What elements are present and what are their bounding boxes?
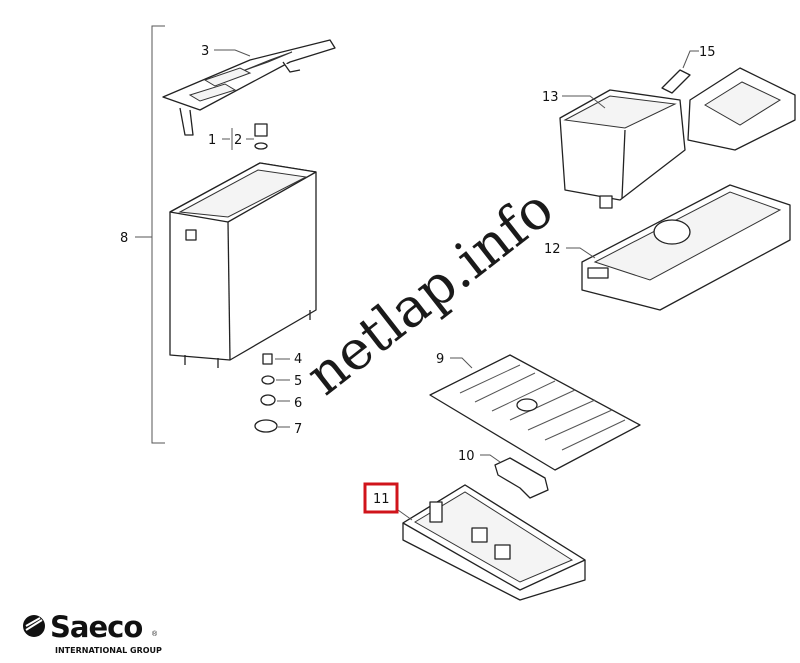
- label-2: 2: [234, 133, 242, 148]
- bracket-8: [135, 25, 165, 444]
- leader-12: [566, 247, 596, 259]
- leader-15: [682, 50, 699, 69]
- leader-1-2: [222, 128, 254, 150]
- saeco-logo: Saeco ® INTERNATIONAL GROUP: [23, 610, 162, 655]
- label-10: 10: [458, 449, 475, 464]
- leader-9: [450, 357, 473, 369]
- part-11-tray-base: [402, 484, 586, 601]
- label-5: 5: [294, 374, 302, 389]
- part-9-drip-grid: [429, 354, 641, 471]
- logo-tagline: INTERNATIONAL GROUP: [55, 646, 162, 655]
- leader-4-7: [275, 358, 290, 428]
- label-9: 9: [436, 352, 444, 367]
- part-2-valve: [254, 123, 268, 150]
- part-3-lid: [162, 39, 336, 136]
- label-12: 12: [544, 242, 561, 257]
- label-1: 1: [208, 133, 216, 148]
- label-11: 11: [373, 492, 390, 507]
- part-13-grounds-container: [559, 89, 686, 209]
- label-3: 3: [201, 44, 209, 59]
- leader-10: [480, 454, 501, 463]
- logo-brand: Saeco: [50, 610, 142, 644]
- part-10-float: [494, 457, 549, 499]
- leader-11: [397, 509, 413, 521]
- leader-3: [214, 49, 251, 57]
- label-6: 6: [294, 396, 302, 411]
- part-15-and-cover: [661, 67, 796, 151]
- label-13: 13: [542, 90, 559, 105]
- part-12-drip-tray: [581, 184, 791, 311]
- label-4: 4: [294, 352, 302, 367]
- highlight-box-11: [363, 482, 399, 514]
- label-7: 7: [294, 422, 302, 437]
- parts-4-7-small-components: [254, 353, 278, 433]
- part-8-water-tank: [169, 162, 317, 368]
- leader-13: [562, 95, 606, 109]
- label-15: 15: [699, 45, 716, 60]
- label-8: 8: [120, 231, 128, 246]
- logo-registered: ®: [152, 630, 158, 638]
